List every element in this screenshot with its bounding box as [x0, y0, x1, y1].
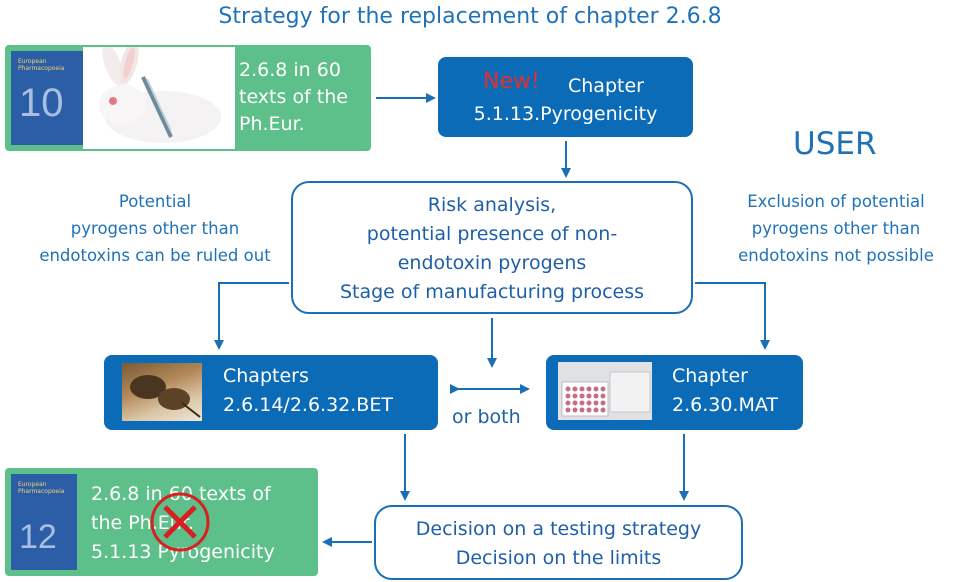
decision-box: Decision on a testing strategy Decision … — [374, 505, 743, 580]
note-line: Exclusion of potential — [747, 192, 925, 211]
mat-line1: Chapter — [672, 365, 748, 387]
decision-line: Decision on a testing strategy — [415, 518, 702, 540]
pharmacopoeia-book-10: European Pharmacopoeia 10 — [11, 51, 83, 145]
note-line: pyrogens other than — [751, 219, 921, 238]
book-title-line: European — [18, 58, 47, 65]
new-label: New! — [483, 69, 540, 94]
prohibited-cross-icon — [150, 492, 210, 552]
book-edition: 12 — [19, 518, 57, 556]
arrow-risk-to-mat — [695, 282, 770, 350]
risk-line: endotoxin pyrogens — [397, 252, 587, 274]
risk-line: Risk analysis, — [427, 194, 557, 216]
bet-line2: 2.6.14/2.6.32.BET — [223, 394, 393, 416]
horseshoe-crab-image — [122, 363, 202, 421]
text-line: the Ph.Eur. — [91, 512, 194, 534]
chapter-label: Chapter — [568, 75, 644, 97]
text-line: texts of the — [239, 86, 348, 108]
top-left-box: European Pharmacopoeia 10 2.6.8 in 60 te… — [5, 41, 371, 151]
note-line: endotoxins can be ruled out — [39, 246, 271, 265]
left-note: Potential pyrogens other than endotoxins… — [25, 188, 285, 269]
microplate-icon — [561, 371, 651, 417]
plate-image — [558, 362, 652, 420]
mat-line2: 2.6.30.MAT — [672, 394, 778, 416]
or-both-label: or both — [452, 406, 521, 428]
book-title-line: Pharmacopoeia — [18, 488, 65, 495]
chapter-name: 5.1.13.Pyrogenicity — [473, 103, 658, 125]
decision-line: Decision on the limits — [455, 547, 662, 569]
bet-line1: Chapters — [223, 365, 309, 387]
risk-line: Stage of manufacturing process — [339, 281, 645, 303]
note-line: pyrogens other than — [70, 219, 240, 238]
book-title: European Pharmacopoeia — [18, 481, 64, 495]
book-title-line: European — [18, 481, 47, 488]
rabbit-image — [83, 41, 235, 149]
note-line: endotoxins not possible — [738, 246, 934, 265]
note-line: Potential — [118, 192, 192, 211]
horseshoe-crab-icon — [130, 375, 201, 418]
new-chapter-box: New! Chapter 5.1.13.Pyrogenicity — [438, 57, 693, 137]
text-line: Ph.Eur. — [239, 113, 305, 135]
bet-chapter-box: Chapters 2.6.14/2.6.32.BET — [104, 355, 438, 430]
right-note: Exclusion of potential pyrogens other th… — [714, 188, 958, 269]
mat-chapter-box: Chapter 2.6.30.MAT — [546, 355, 803, 430]
text-line: 2.6.8 in 60 — [239, 59, 341, 81]
arrow-risk-to-bet — [214, 282, 289, 350]
bottom-left-box: European Pharmacopoeia 12 2.6.8 in 60 te… — [5, 468, 318, 576]
user-label: USER — [793, 126, 877, 162]
book-title-line: Pharmacopoeia — [18, 65, 65, 72]
risk-line: potential presence of non- — [366, 223, 618, 245]
bottom-left-text: 2.6.8 in 60 texts of the Ph.Eur. 5.1.13 … — [91, 480, 275, 567]
text-line: 5.1.13 Pyrogenicity — [91, 541, 275, 563]
pharmacopoeia-book-12: European Pharmacopoeia 12 — [11, 474, 77, 570]
rabbit-icon — [99, 41, 221, 143]
book-title: European Pharmacopoeia — [18, 58, 64, 72]
risk-analysis-box: Risk analysis, potential presence of non… — [291, 181, 693, 314]
top-left-text: 2.6.8 in 60 texts of the Ph.Eur. — [239, 57, 348, 138]
book-edition: 10 — [19, 81, 64, 125]
page-title: Strategy for the replacement of chapter … — [218, 4, 722, 29]
